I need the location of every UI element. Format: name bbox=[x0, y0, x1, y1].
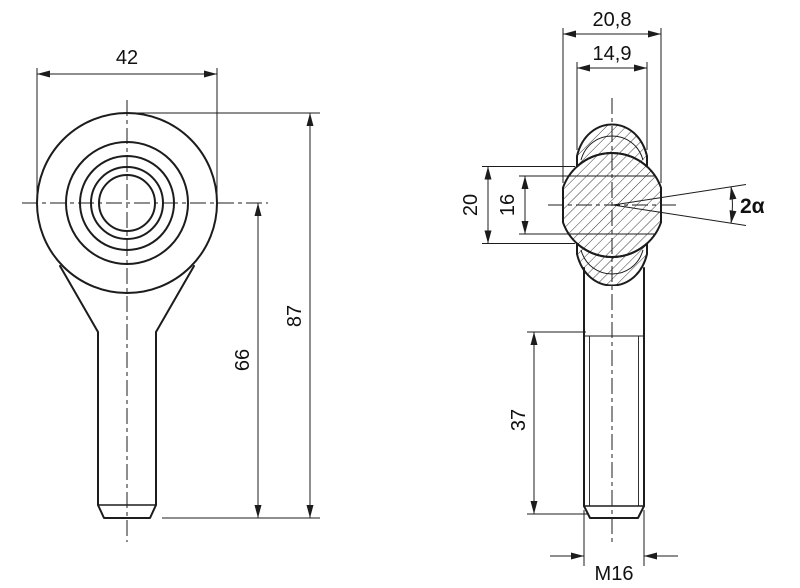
housing-top-cap bbox=[576, 123, 648, 168]
dim-housing-width-label: 14,9 bbox=[593, 43, 632, 65]
dim-head-width: 42 bbox=[36, 47, 218, 196]
dim-center-to-end: 66 bbox=[232, 203, 262, 518]
dim-thread-size-label: M16 bbox=[595, 563, 634, 585]
dim-bore-diameter-label: 16 bbox=[497, 194, 519, 216]
shank-outline bbox=[59, 265, 195, 519]
front-view-centerlines bbox=[22, 100, 268, 542]
dim-center-to-end-label: 66 bbox=[232, 349, 254, 371]
side-view bbox=[562, 123, 662, 519]
dim-thread-length-label: 37 bbox=[508, 409, 530, 431]
shank-body-fill bbox=[585, 286, 643, 516]
dim-seat-diameter-label: 20 bbox=[460, 194, 482, 216]
dim-head-width-label: 42 bbox=[116, 47, 138, 69]
dim-overall-height-label: 87 bbox=[284, 305, 306, 327]
dim-thread-length: 37 bbox=[508, 331, 588, 515]
dim-ball-width-label: 20,8 bbox=[593, 9, 632, 31]
angle-annotation: 2α bbox=[612, 184, 765, 226]
angle-label: 2α bbox=[740, 195, 765, 218]
dim-thread-size: M16 bbox=[550, 510, 678, 585]
housing-bottom-cap bbox=[576, 242, 648, 287]
dim-housing-width: 14,9 bbox=[576, 43, 648, 150]
dim-seat-diameter: 20 bbox=[460, 166, 575, 244]
dim-bore-diameter: 16 bbox=[497, 175, 569, 235]
dim-overall-height: 87 bbox=[134, 112, 320, 519]
side-shank-outline bbox=[583, 267, 645, 519]
dim-ball-width: 20,8 bbox=[562, 9, 662, 183]
